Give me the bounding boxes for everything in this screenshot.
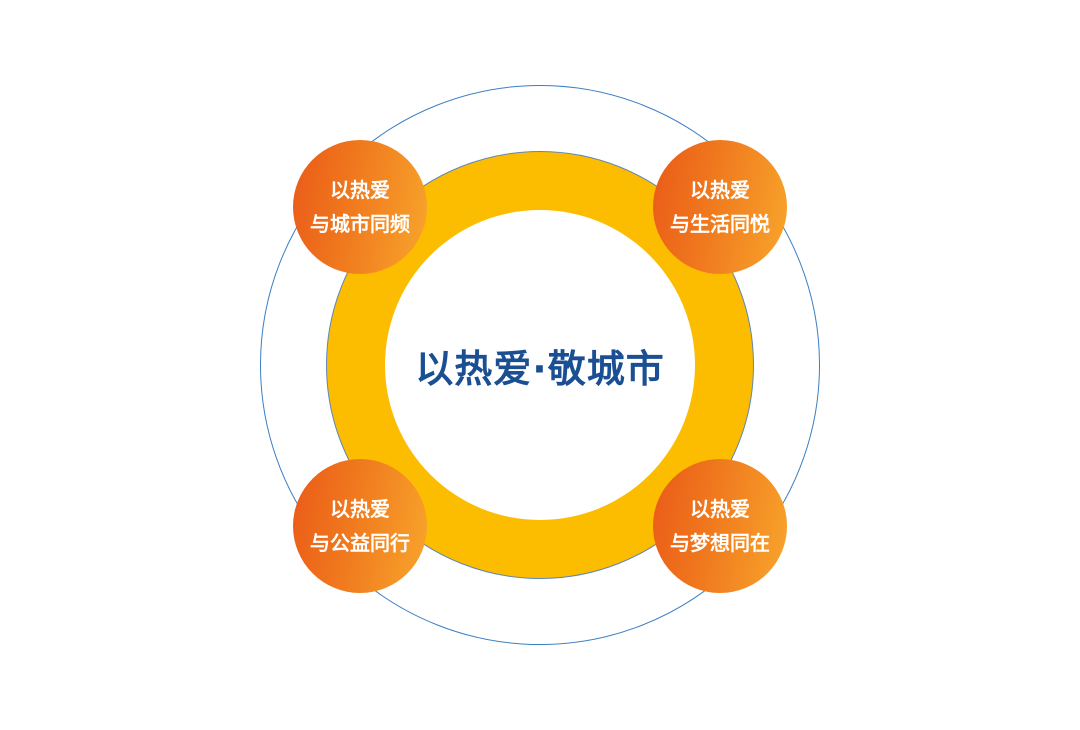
- node-life-line2: 与生活同悦: [670, 212, 770, 236]
- outer-ring: [260, 85, 820, 645]
- node-charity-line1: 以热爱: [330, 497, 390, 521]
- center-disc: 以热爱·敬城市: [385, 210, 695, 520]
- node-charity: 以热爱 与公益同行: [293, 459, 427, 593]
- node-charity-line2: 与公益同行: [310, 531, 410, 555]
- node-life: 以热爱 与生活同悦: [653, 140, 787, 274]
- node-life-line1: 以热爱: [690, 178, 750, 202]
- node-dream: 以热爱 与梦想同在: [653, 459, 787, 593]
- node-dream-line1: 以热爱: [690, 497, 750, 521]
- node-dream-line2: 与梦想同在: [670, 531, 770, 555]
- center-title: 以热爱·敬城市: [415, 346, 665, 391]
- node-city-line2: 与城市同频: [310, 212, 410, 236]
- node-city: 以热爱 与城市同频: [293, 140, 427, 274]
- node-city-line1: 以热爱: [330, 178, 390, 202]
